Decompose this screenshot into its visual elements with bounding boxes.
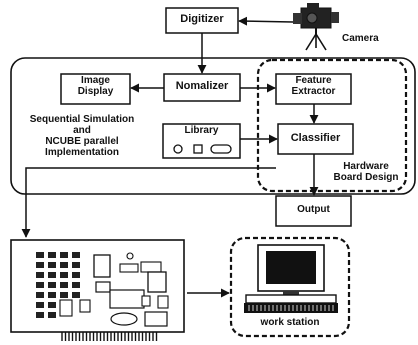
hardware-annotation: Hardware Board Design (326, 161, 406, 183)
normalizer-label: Nomalizer (175, 80, 229, 92)
chip (48, 312, 56, 318)
output-label: Output (297, 204, 330, 215)
chip (60, 262, 68, 268)
workstation-boundary (229, 236, 351, 338)
sequential-line-3: NCUBE parallel (45, 136, 119, 147)
arrow-to-board (21, 167, 276, 238)
image-display-line-2: Display (77, 85, 114, 97)
sequential-annotation: Sequential Simulation and NCUBE parallel… (14, 114, 150, 158)
chip (48, 252, 56, 258)
chip (36, 312, 44, 318)
sequential-line-4: Implementation (45, 147, 119, 158)
workstation-icon (244, 244, 338, 313)
chip (60, 292, 68, 298)
feature-extractor-box (275, 73, 352, 105)
board-connector-pins (61, 332, 158, 341)
classifier-label: Classifier (290, 132, 341, 144)
normalizer-box (163, 73, 241, 102)
chip (72, 292, 80, 298)
image-display-box (60, 73, 131, 105)
output-box (275, 195, 352, 227)
sequential-line-2: and (73, 125, 91, 136)
chip (36, 292, 44, 298)
camera-label: Camera (342, 33, 379, 44)
chip (48, 282, 56, 288)
chip (36, 262, 44, 268)
chip (48, 292, 56, 298)
digitizer-box (165, 7, 239, 34)
chip (60, 282, 68, 288)
chip (72, 252, 80, 258)
chip (36, 252, 44, 258)
chip (72, 272, 80, 278)
feature-extractor-label: Feature Extractor (276, 75, 351, 97)
library-symbols-icon (173, 144, 232, 154)
work-station-label: work station (260, 317, 320, 328)
chip (72, 262, 80, 268)
chip (36, 272, 44, 278)
system-boundary (10, 57, 416, 195)
image-display-label: Image Display (61, 75, 130, 97)
chip (48, 262, 56, 268)
hardware-boundary (256, 58, 408, 193)
feature-extractor-line-2: Extractor (291, 85, 336, 97)
hardware-line-1: Hardware (343, 161, 389, 172)
chip (36, 302, 44, 308)
chip (60, 252, 68, 258)
sequential-line-1: Sequential Simulation (29, 114, 135, 125)
feature-extractor-line-1: Feature (295, 75, 332, 86)
chip (36, 282, 44, 288)
camera-icon (293, 3, 339, 51)
circuit-board-icon (10, 239, 185, 333)
hardware-line-2: Board Design (333, 172, 399, 183)
image-display-line-1: Image (81, 75, 110, 86)
chip (72, 282, 80, 288)
arrow-camera-to-digitizer (238, 16, 294, 26)
chip (48, 272, 56, 278)
library-label: Library (184, 125, 219, 136)
digitizer-label: Digitizer (180, 13, 224, 25)
chip (48, 302, 56, 308)
chip (60, 272, 68, 278)
classifier-box (277, 123, 354, 155)
